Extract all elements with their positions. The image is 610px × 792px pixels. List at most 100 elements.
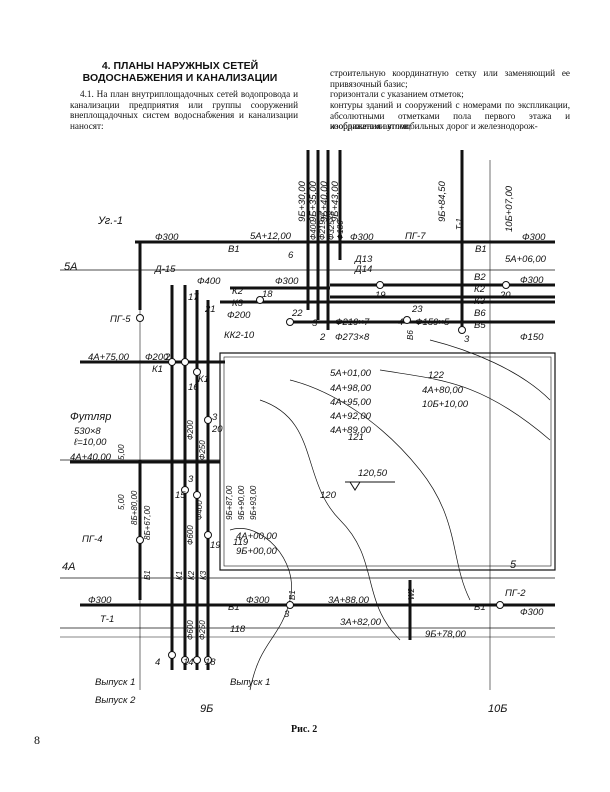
label-n19b: 19 <box>210 540 221 551</box>
label-mark-12050: 120,50 <box>358 468 388 479</box>
label-f300-right: Ф300 <box>522 232 546 243</box>
label-n2b: 2 <box>319 332 326 343</box>
label-k2-v: К2 <box>187 570 196 580</box>
label-f219-v: Ф219×7 <box>318 211 327 240</box>
pipe-lines <box>70 150 555 670</box>
label-w2-v: W2 <box>407 587 416 600</box>
label-f300-bottom: Ф300 <box>88 595 112 606</box>
label-f150: Ф150 <box>520 332 544 343</box>
label-t1: Т-1 <box>100 614 114 625</box>
label-f300-br: Ф300 <box>520 607 544 618</box>
label-9b93: 9Б+93,00 <box>249 485 258 520</box>
label-f400: Ф400 <box>197 276 221 287</box>
label-n3b: 3 <box>188 474 194 485</box>
well-nodes <box>136 281 510 664</box>
label-f600-v: Ф600 <box>186 525 195 545</box>
label-8b80: 8Б+80,00 <box>130 490 139 525</box>
label-pg2: ПГ-2 <box>505 588 526 599</box>
label-9b30: 9Б+30,00 <box>297 180 308 222</box>
label-n16: 16 <box>188 382 199 393</box>
label-f200-4a: Ф200 <box>145 352 169 363</box>
label-k3-right: К3 <box>474 296 486 307</box>
label-8b67: 8Б+67,00 <box>143 505 152 540</box>
label-k1-mid: К1 <box>198 374 209 385</box>
label-n19: 19 <box>375 290 386 301</box>
label-4a98: 4А+98,00 <box>330 383 372 394</box>
label-3a82: 3А+82,00 <box>340 617 382 628</box>
label-b1-bottom: В1 <box>228 602 240 613</box>
label-4a92: 4А+92,00 <box>330 411 372 422</box>
label-n21: 21 <box>204 304 216 315</box>
label-k3-v: К3 <box>199 570 208 580</box>
label-n22: 22 <box>291 308 303 319</box>
label-9b40: 9Б+40,00 <box>319 180 330 222</box>
label-n4: 4 <box>398 317 403 328</box>
label-vyp2: Выпуск 2 <box>95 695 136 706</box>
label-n18b: 18 <box>205 657 216 668</box>
label-k1-v: К1 <box>175 571 184 580</box>
label-5a-left: 5А <box>64 261 77 273</box>
label-9b00: 9Б+00,00 <box>236 546 278 557</box>
label-b1-v: В1 <box>143 570 152 580</box>
label-4a00: 4А+00,00 <box>236 531 278 542</box>
label-f273: Ф273×8 <box>335 332 370 343</box>
label-b1-top: В1 <box>228 244 240 255</box>
label-5-building: 5 <box>510 559 517 571</box>
label-b2: В2 <box>474 272 486 283</box>
label-n18: 18 <box>262 289 273 300</box>
label-4a95: 4А+95,00 <box>330 397 372 408</box>
list-item-3: контуры зданий и сооружений с номерами п… <box>330 100 570 132</box>
label-10b07: 10Б+07,00 <box>504 185 515 232</box>
label-n20b: 20 <box>499 290 511 301</box>
label-n3d: 3 <box>464 334 470 345</box>
label-d14: Д14 <box>354 264 372 275</box>
label-n20: 20 <box>211 424 223 435</box>
label-5a01: 5А+01,00 <box>330 368 372 379</box>
label-n14: 14 <box>183 657 194 668</box>
label-f250-v: Ф250 <box>198 440 207 460</box>
label-f400-v2: Ф400 <box>195 500 204 520</box>
label-b6-v: В6 <box>406 330 415 340</box>
label-9b87: 9Б+87,00 <box>225 485 234 520</box>
label-t1-v: Т-1 <box>455 218 464 230</box>
list-item-2: горизонтали с указанием отметок; <box>330 89 464 99</box>
label-500b: 5,00 <box>117 494 126 510</box>
label-f325-v: Ф325×8 <box>327 211 336 240</box>
label-n3c: 3 <box>312 318 318 329</box>
label-n6: 6 <box>288 250 294 261</box>
label-9b43: 9Б+43,00 <box>330 180 341 222</box>
label-9b78: 9Б+78,00 <box>425 629 467 640</box>
section-title-line2: ВОДОСНАБЖЕНИЯ И КАНАЛИЗАЦИИ <box>82 72 278 84</box>
label-f250-v2: Ф250 <box>198 620 207 640</box>
label-kk210: КК2-10 <box>224 330 255 341</box>
label-10b10: 10Б+10,00 <box>422 399 469 410</box>
label-119: 119 <box>233 537 249 548</box>
label-pg4: ПГ-4 <box>82 534 103 545</box>
label-f300-b: Ф300 <box>246 595 270 606</box>
label-f300-top: Ф300 <box>155 232 179 243</box>
label-n15: 15 <box>175 490 186 501</box>
label-9b84: 9Б+84,50 <box>437 180 448 222</box>
label-5a06: 5А+06,00 <box>505 254 547 265</box>
label-pg7: ПГ-7 <box>405 231 426 242</box>
label-pg5: ПГ-5 <box>110 314 131 325</box>
elevation-mark <box>345 481 395 491</box>
label-b5: В5 <box>474 320 486 331</box>
label-530x8: 530×8 <box>74 426 101 437</box>
label-k3: К3 <box>232 298 244 309</box>
label-9b35: 9Б+35,00 <box>308 180 319 222</box>
label-d15: Д-15 <box>154 264 176 275</box>
label-f180-v: Ф180 <box>336 220 345 240</box>
label-f159: Ф159×5 <box>415 317 450 328</box>
label-l10: ℓ=10,00 <box>73 437 107 448</box>
label-n3e: 3 <box>284 609 290 620</box>
label-9b90: 9Б+90,00 <box>237 485 246 520</box>
label-futlyar: Футляр <box>70 411 111 423</box>
section-title-line1: 4. ПЛАНЫ НАРУЖНЫХ СЕТЕЙ <box>101 60 259 72</box>
label-f300-k: Ф300 <box>275 276 299 287</box>
label-4a-left: 4А <box>62 561 75 573</box>
label-500: 5,00 <box>117 444 126 460</box>
label-n23: 23 <box>411 304 423 315</box>
